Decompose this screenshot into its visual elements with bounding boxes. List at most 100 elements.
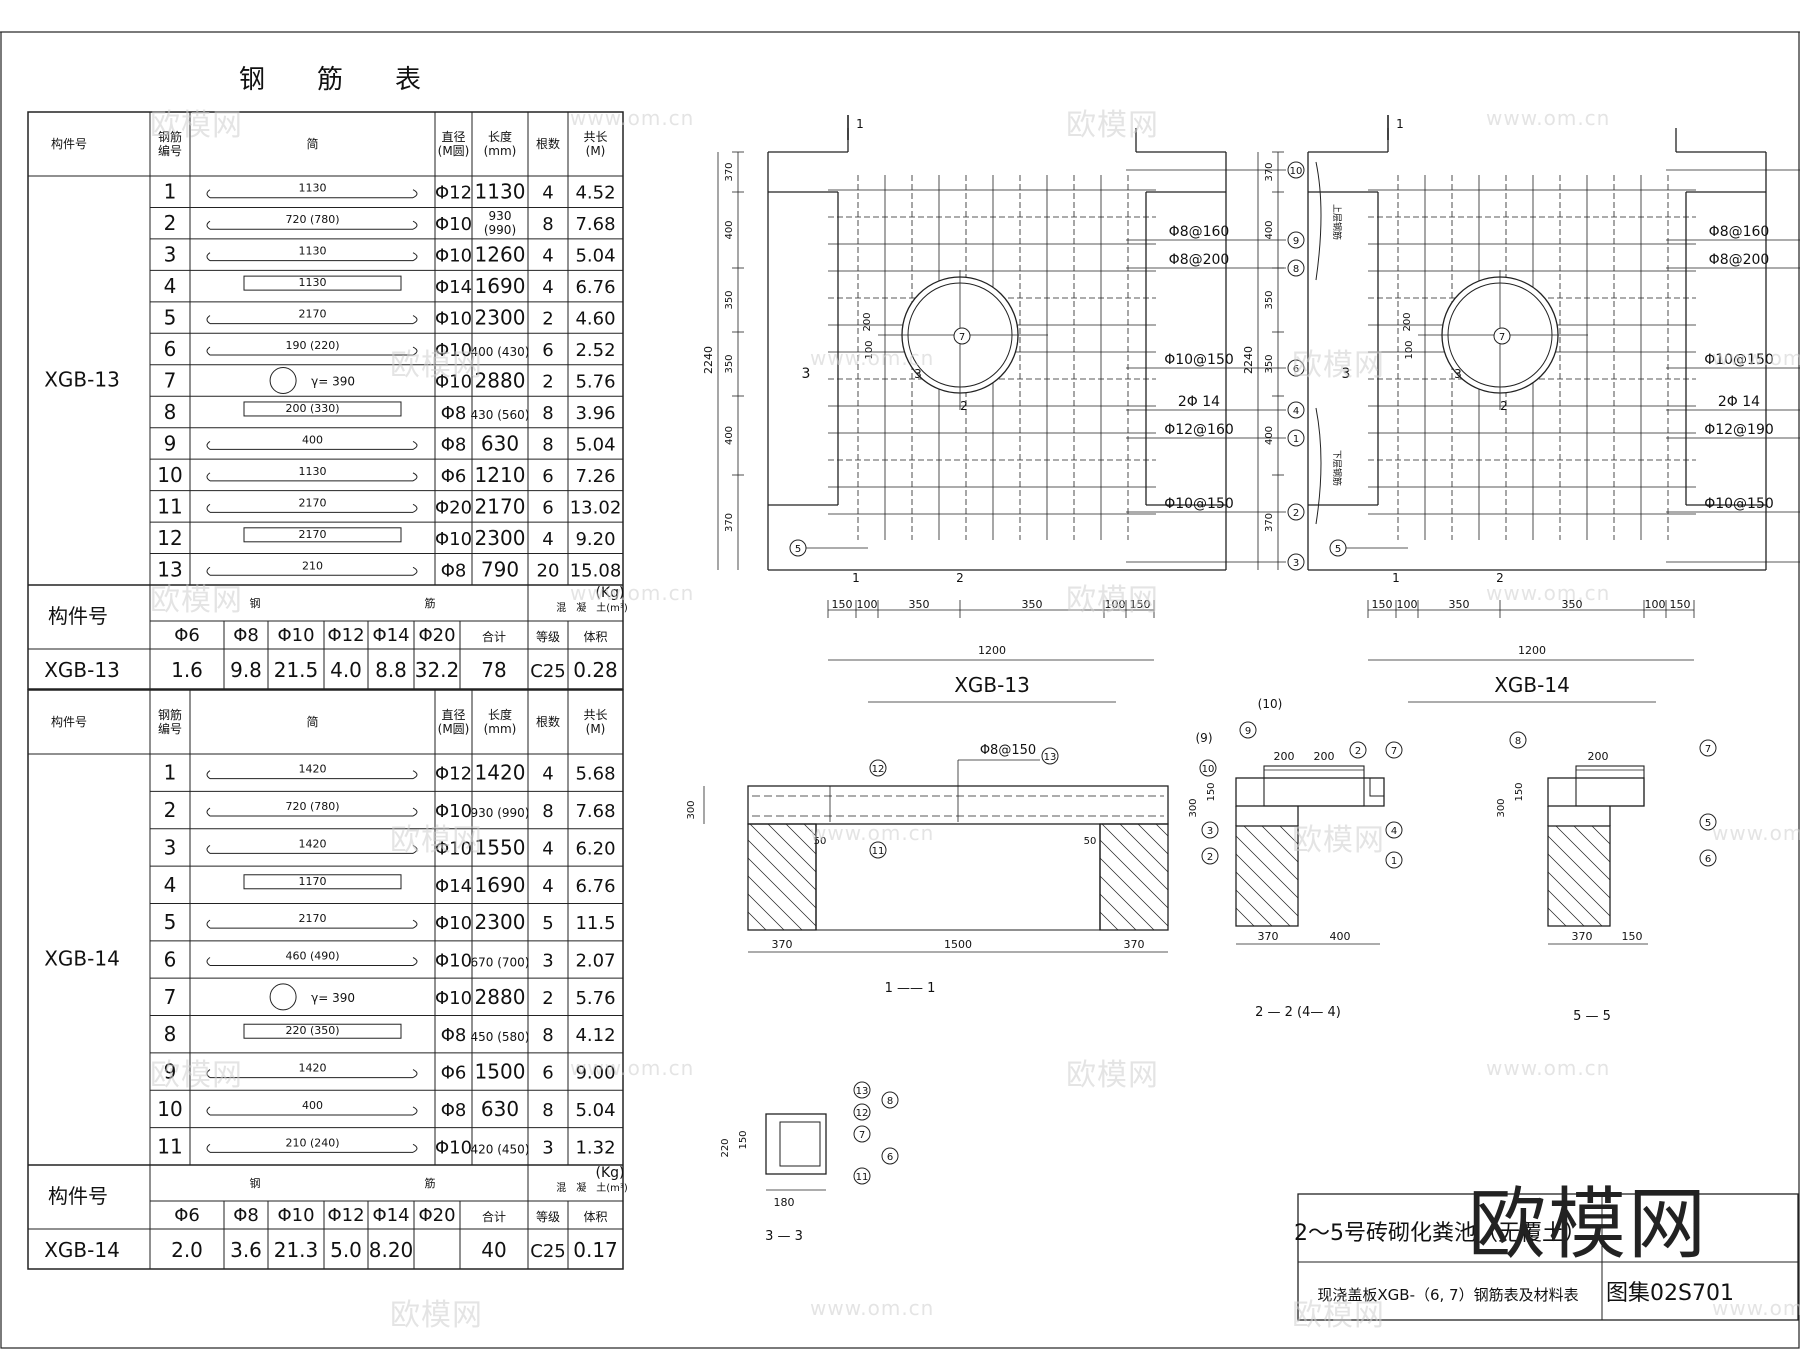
callout-number (1287, 503, 1305, 521)
rebar-hook (206, 844, 211, 854)
row-count: 6 (542, 340, 553, 361)
callout-number-number: 9 (1293, 236, 1299, 247)
row-total: 4.12 (575, 1025, 615, 1046)
summary-weight-value: 32.2 (415, 658, 460, 682)
callout-number (1287, 429, 1305, 447)
rebar-shape-label: 1170 (299, 875, 327, 888)
height-dimension: 370 (724, 513, 735, 532)
rebar-hook (412, 189, 418, 199)
callout-number-number: 9 (1245, 726, 1251, 737)
callout-text: Φ8@160 (1709, 224, 1770, 240)
column-header: 根数 (536, 136, 560, 151)
row-number: 8 (164, 400, 177, 424)
section-mark: 3 (1342, 366, 1351, 382)
masonry-wall (1547, 825, 1611, 927)
rebar-shape-label: 1130 (299, 465, 327, 478)
ring-rebar-callout (953, 327, 971, 345)
width-dimension: 350 (909, 598, 930, 611)
callout-number (853, 1081, 871, 1099)
section-width-dimension: 370 (1258, 930, 1279, 943)
callout-number (1699, 739, 1717, 757)
row-count: 3 (542, 1137, 553, 1158)
layer-brace (1315, 161, 1322, 281)
row-length: 1550 (475, 835, 526, 859)
callout-text: Φ12@190 (1704, 422, 1774, 438)
row-total: 6.76 (575, 277, 615, 298)
row-diameter: Φ20 (435, 497, 472, 518)
masonry-hatch (747, 911, 767, 931)
section-mark: 1 (852, 571, 860, 585)
callout-number-number: 7 (859, 1130, 865, 1141)
row-number: 9 (164, 1060, 177, 1084)
summary-grade: C25 (530, 661, 565, 682)
height-dimension: 400 (1264, 426, 1275, 445)
summary-diameter-header: Φ14 (372, 1205, 409, 1226)
section-callout-paren: (9) (1196, 731, 1213, 745)
section-width-dimension: 370 (772, 938, 793, 951)
row-length: 930 (990) (471, 806, 530, 820)
callout-number-number: 2 (1207, 852, 1213, 863)
summary-member-header: 构件号 (48, 604, 108, 628)
callout-text: Φ10@150 (1704, 352, 1774, 368)
rebar-shape-label: 2170 (299, 912, 327, 925)
callout-number-number: 1 (1391, 856, 1397, 867)
column-header: 钢筋 (158, 129, 182, 144)
callout-number (1201, 847, 1219, 865)
summary-weight-value: 3.6 (230, 1238, 262, 1262)
column-header: 根数 (536, 714, 560, 729)
column-header: 长度 (488, 707, 512, 722)
callout-text: Φ8@200 (1709, 252, 1770, 268)
summary-total: 78 (481, 658, 506, 682)
row-diameter: Φ10 (435, 988, 472, 1009)
summary-member-header: 构件号 (48, 1184, 108, 1208)
section-mark: 2 (956, 571, 964, 585)
callout-number-left-number: 5 (795, 544, 801, 555)
row-length: 2170 (475, 494, 526, 518)
height-dimension: 350 (1264, 290, 1275, 309)
height-dimension: 370 (1264, 513, 1275, 532)
section-width-dimension: 200 (1314, 750, 1335, 763)
masonry-hatch (1591, 825, 1611, 845)
callout-number (1287, 401, 1305, 419)
title-block: 2～5号砖砌化粪池（无覆土）现浇盖板XGB-（6, 7）钢筋表及材料表图集02S… (1294, 1193, 1799, 1321)
row-diameter: Φ8 (441, 403, 467, 424)
rebar-hook (206, 472, 211, 482)
row-number: 12 (157, 526, 182, 550)
brand-watermark-big: 欧模网 (1468, 1180, 1709, 1270)
rebar-hook (412, 346, 418, 356)
section-mark: 1 (856, 117, 864, 131)
summary-unit: (Kg) (596, 1165, 625, 1181)
overall-height-dimension: 2240 (1242, 346, 1255, 374)
row-number: 5 (164, 910, 177, 934)
summary-diameter-header: Φ6 (174, 1205, 200, 1226)
layer-label: 上层钢筋 (1331, 204, 1343, 240)
width-dimension: 150 (1670, 598, 1691, 611)
row-number: 4 (164, 873, 177, 897)
inner-dimension: 200 (862, 312, 873, 331)
row-count: 8 (542, 1025, 553, 1046)
stirrup-outline (779, 1121, 821, 1167)
rebar-table-title: 钢 筋 表 (239, 65, 421, 95)
row-total: 4.52 (575, 183, 615, 204)
summary-weight-value: 8.20 (369, 1238, 414, 1262)
masonry-hatch (1235, 907, 1255, 927)
opening-rebar-number: 2 (1500, 399, 1508, 413)
callout-text: Φ8@160 (1169, 224, 1230, 240)
inner-dimension: 200 (1402, 312, 1413, 331)
row-length: 420 (450) (471, 1142, 530, 1156)
masonry-hatch (747, 875, 803, 931)
summary-diameter-header: Φ14 (372, 625, 409, 646)
row-diameter: Φ6 (441, 466, 467, 487)
row-count: 2 (542, 372, 553, 393)
height-dimension: 400 (724, 220, 735, 239)
summary-grade-header: 等级 (536, 1210, 560, 1224)
row-length: 930 (489, 209, 512, 223)
masonry-hatch (749, 823, 817, 891)
row-total: 4.60 (575, 309, 615, 330)
masonry-hatch (1547, 907, 1567, 927)
masonry-hatch (1099, 839, 1169, 909)
